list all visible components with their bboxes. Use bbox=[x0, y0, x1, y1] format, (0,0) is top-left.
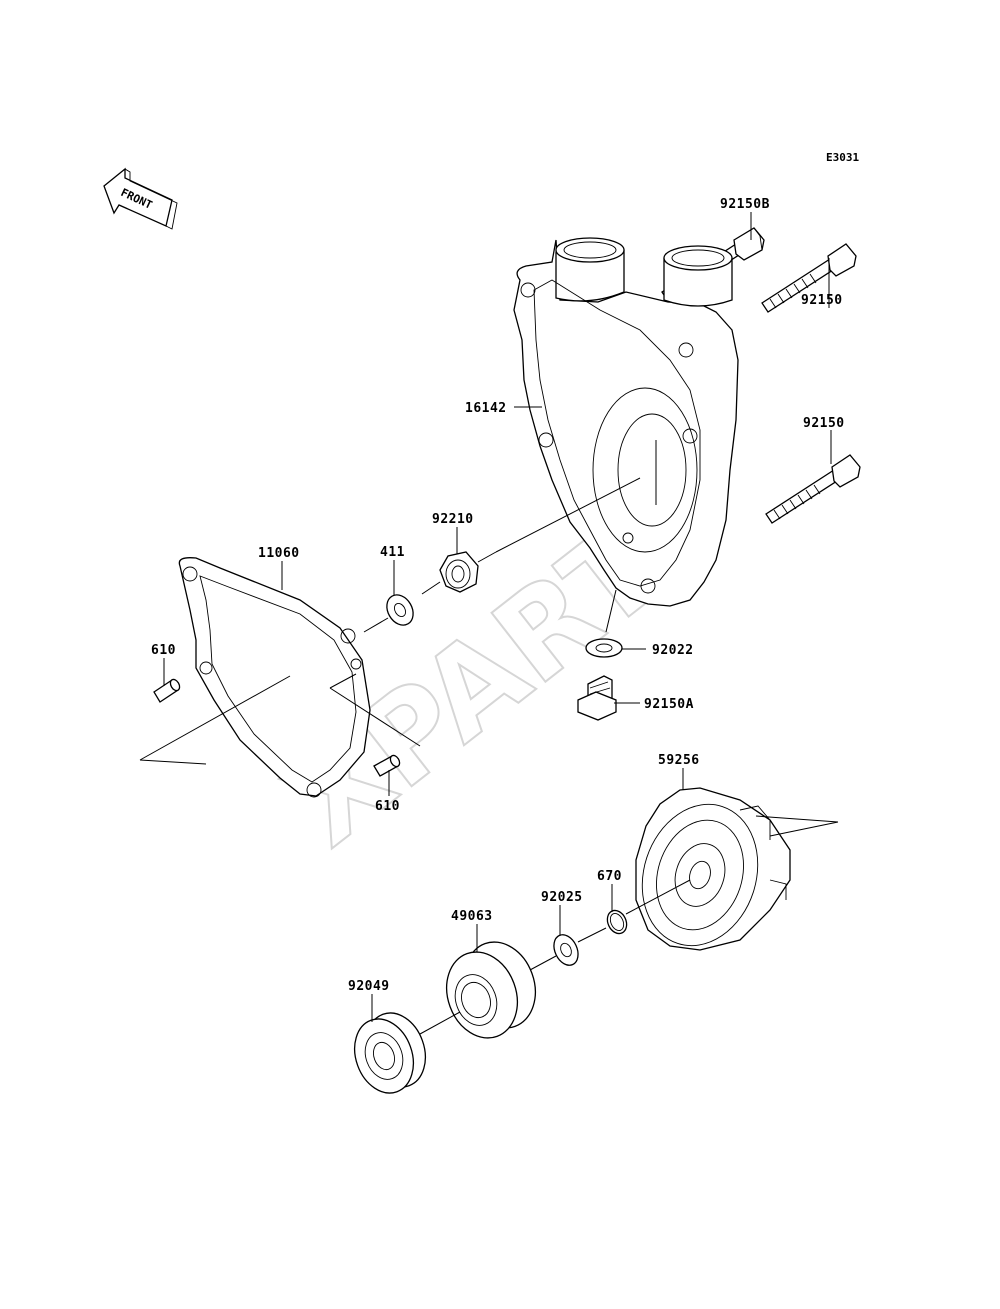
assembly-lines bbox=[139, 440, 839, 1035]
cap-nut-92210 bbox=[439, 551, 479, 593]
label-92150-lower: 92150 bbox=[803, 416, 845, 431]
front-arrow-icon: FRONT bbox=[103, 167, 178, 230]
label-49063: 49063 bbox=[451, 909, 493, 924]
gasket-11060 bbox=[178, 557, 371, 798]
label-92025: 92025 bbox=[541, 890, 583, 905]
drain-bolt-92150A bbox=[577, 675, 617, 721]
label-92049: 92049 bbox=[348, 979, 390, 994]
dowel-pin-610-left bbox=[153, 678, 181, 703]
diagram-code: E3031 bbox=[826, 151, 859, 164]
label-16142: 16142 bbox=[465, 401, 507, 416]
bolt-92150-lower bbox=[765, 454, 861, 524]
part-labels: 92150B 92150 92150 16142 92210 411 11060… bbox=[151, 197, 845, 994]
label-92150A: 92150A bbox=[644, 697, 694, 712]
seal-49063 bbox=[446, 941, 536, 1039]
impeller-59256 bbox=[635, 787, 791, 951]
bearing-92049 bbox=[354, 1012, 426, 1094]
o-ring-670 bbox=[606, 909, 628, 935]
washer-92022 bbox=[585, 638, 623, 658]
label-411: 411 bbox=[380, 545, 405, 560]
label-92210: 92210 bbox=[432, 512, 474, 527]
leader-lines bbox=[163, 212, 832, 1022]
bolt-92150-upper bbox=[761, 243, 857, 313]
label-92150B: 92150B bbox=[720, 197, 770, 212]
label-610-left: 610 bbox=[151, 643, 176, 658]
label-670: 670 bbox=[597, 869, 622, 884]
label-92150-upper: 92150 bbox=[801, 293, 843, 308]
label-59256: 59256 bbox=[658, 753, 700, 768]
label-610-bottom: 610 bbox=[375, 799, 400, 814]
label-92022: 92022 bbox=[652, 643, 694, 658]
washer-92025 bbox=[553, 934, 579, 966]
dowel-pin-610-bottom bbox=[373, 754, 401, 777]
washer-411 bbox=[386, 594, 414, 626]
label-11060: 11060 bbox=[258, 546, 300, 561]
